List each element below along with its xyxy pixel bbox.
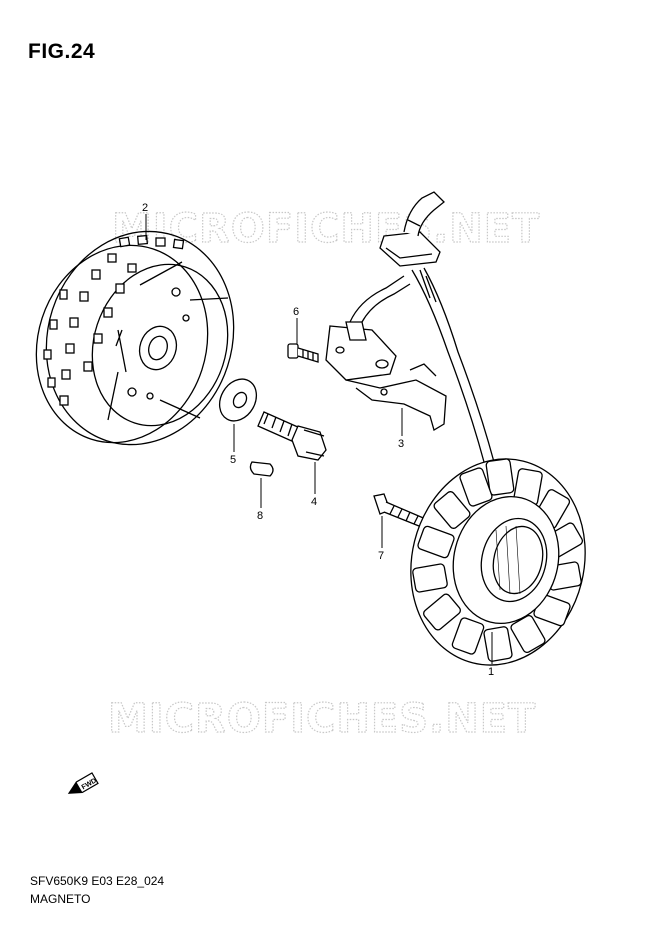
stator-coil [410,458,586,666]
pickup-bracket [325,321,447,431]
stator-lead [349,191,495,463]
fwd-arrow-icon: FWD [67,772,99,794]
callout-8: 8 [257,510,263,522]
callout-5: 5 [230,454,236,466]
pickup-screw [287,343,319,363]
washer [218,378,258,422]
rotor-bolt [257,411,327,461]
callout-7: 7 [378,550,384,562]
figure-code: SFV650K9 E03 E28_024 [30,874,165,888]
callout-4: 4 [311,496,317,508]
watermark-bottom: MICROFICHES.NET [108,696,536,742]
callout-3: 3 [398,438,404,450]
callout-2: 2 [142,202,148,214]
key [249,461,274,477]
stator-screw [373,493,429,529]
leader-lines [145,214,493,664]
rotor-flywheel [35,230,235,446]
figure-description: MAGNETO [30,892,91,906]
callout-6: 6 [293,306,299,318]
callout-1: 1 [488,666,494,678]
figure-title: FIG.24 [28,40,96,63]
